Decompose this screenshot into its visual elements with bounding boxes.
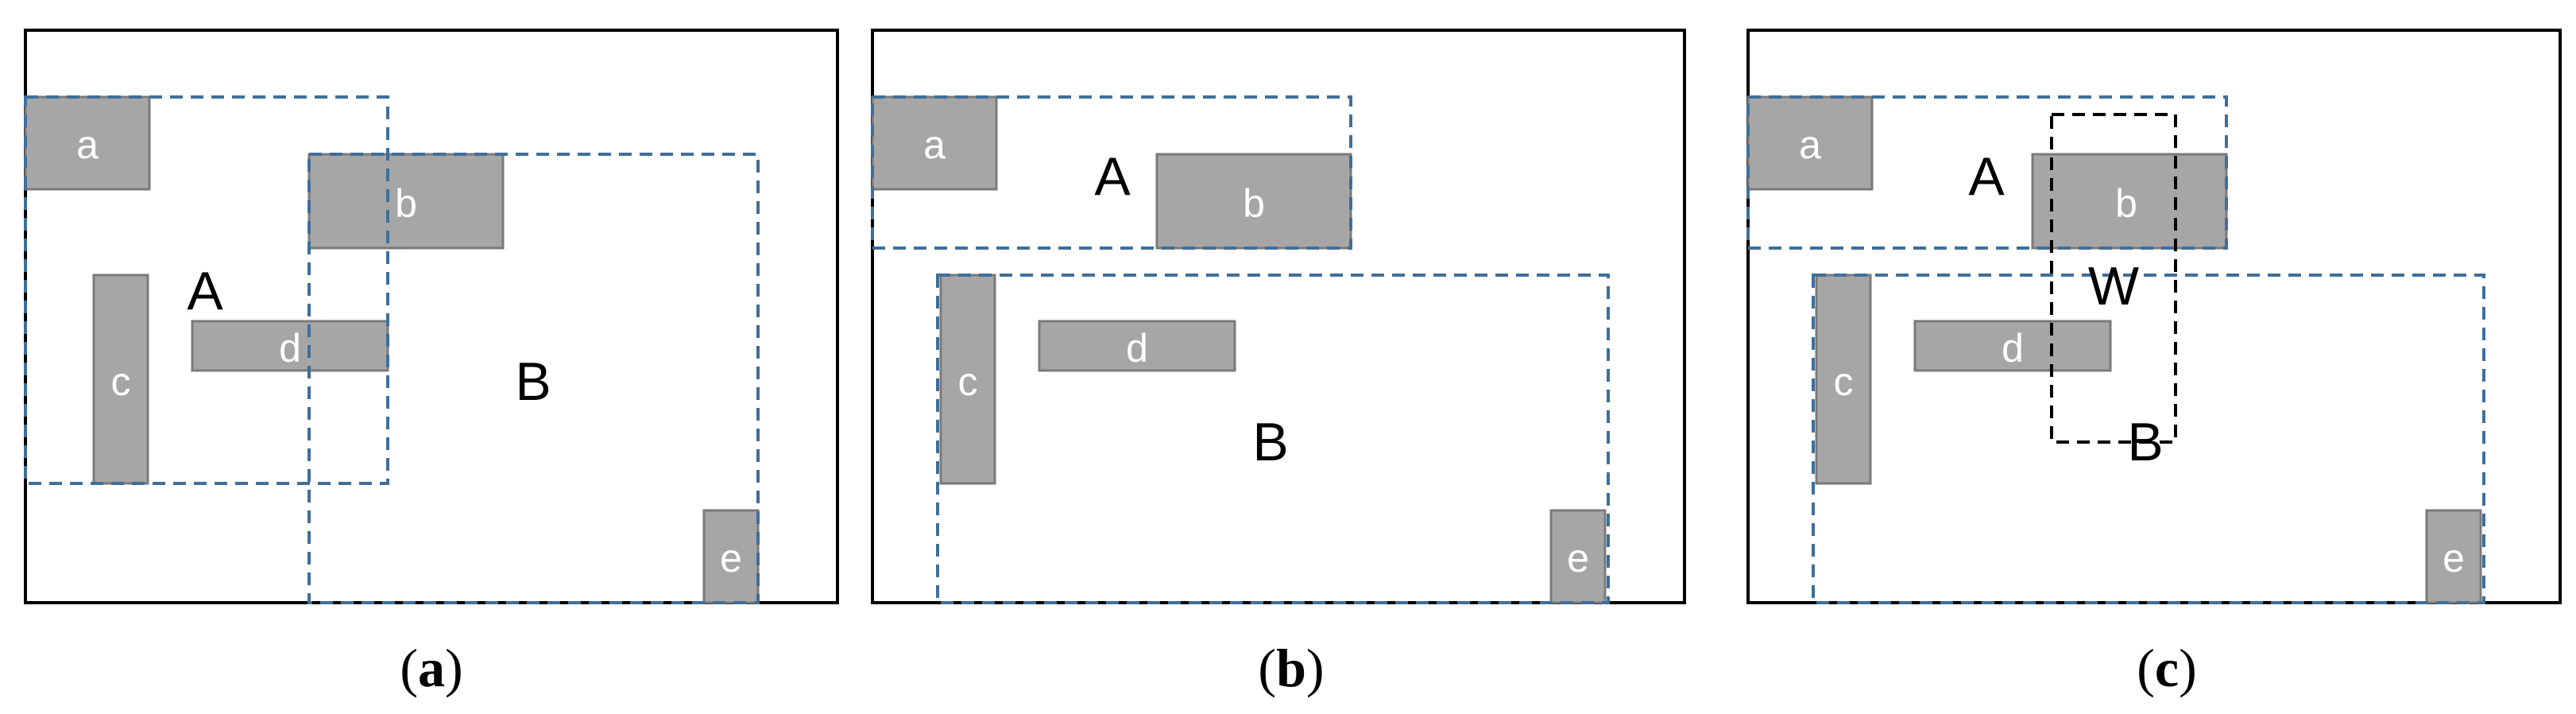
block-a — [1746, 95, 1874, 191]
block-c-label: c — [958, 359, 978, 404]
panel-b-frame — [871, 29, 1686, 604]
block-e — [2425, 509, 2482, 604]
block-b — [2031, 153, 2228, 250]
region-b-label: B — [1252, 412, 1288, 472]
panel-a-frame — [24, 29, 839, 604]
block-b — [307, 153, 505, 250]
block-b-label: b — [1243, 181, 1265, 226]
block-e — [1549, 509, 1607, 604]
region-a-box — [871, 95, 1352, 250]
block-d — [1038, 320, 1236, 372]
block-c-label: c — [1834, 359, 1854, 404]
panel-a: a b c d e A B (a) — [24, 29, 839, 698]
region-b-label: B — [515, 351, 551, 412]
block-b-label: b — [395, 181, 417, 226]
block-d — [191, 320, 389, 372]
block-e-label: e — [1567, 536, 1589, 580]
region-a-box — [24, 95, 389, 485]
block-d-label: d — [1126, 326, 1148, 371]
block-d-label: d — [279, 326, 301, 371]
region-a-label: A — [1968, 146, 2005, 207]
block-a — [871, 95, 998, 191]
block-a — [24, 95, 151, 191]
panel-b-caption: (b) — [1258, 638, 1324, 698]
region-b-label: B — [2127, 412, 2163, 472]
block-c-label: c — [111, 359, 131, 404]
block-e — [702, 509, 760, 604]
block-d-label: d — [2002, 326, 2024, 371]
region-a-box — [1746, 95, 2228, 250]
panel-a-caption: (a) — [400, 638, 462, 698]
region-b-box — [307, 153, 760, 604]
block-b — [1155, 153, 1352, 250]
block-d — [1913, 320, 2112, 372]
block-a-label: a — [1799, 122, 1821, 167]
region-b-box — [936, 274, 1610, 604]
block-b-label: b — [2115, 181, 2137, 226]
region-a-label: A — [1094, 146, 1131, 207]
panel-c: a b c d e A W B (c) — [1746, 29, 2562, 698]
panel-b: a b c d e A B (b) — [871, 29, 1686, 698]
block-e-label: e — [2443, 536, 2465, 580]
panel-c-frame — [1746, 29, 2562, 604]
block-e-label: e — [720, 536, 742, 580]
region-a-label: A — [187, 261, 223, 321]
panel-c-caption: (c) — [2137, 638, 2197, 698]
window-w-box — [2050, 113, 2177, 444]
block-a-label: a — [923, 122, 946, 167]
block-a-label: a — [76, 122, 99, 167]
region-b-box — [1812, 274, 2485, 604]
window-w-label: W — [2088, 256, 2139, 316]
block-c — [92, 274, 149, 485]
